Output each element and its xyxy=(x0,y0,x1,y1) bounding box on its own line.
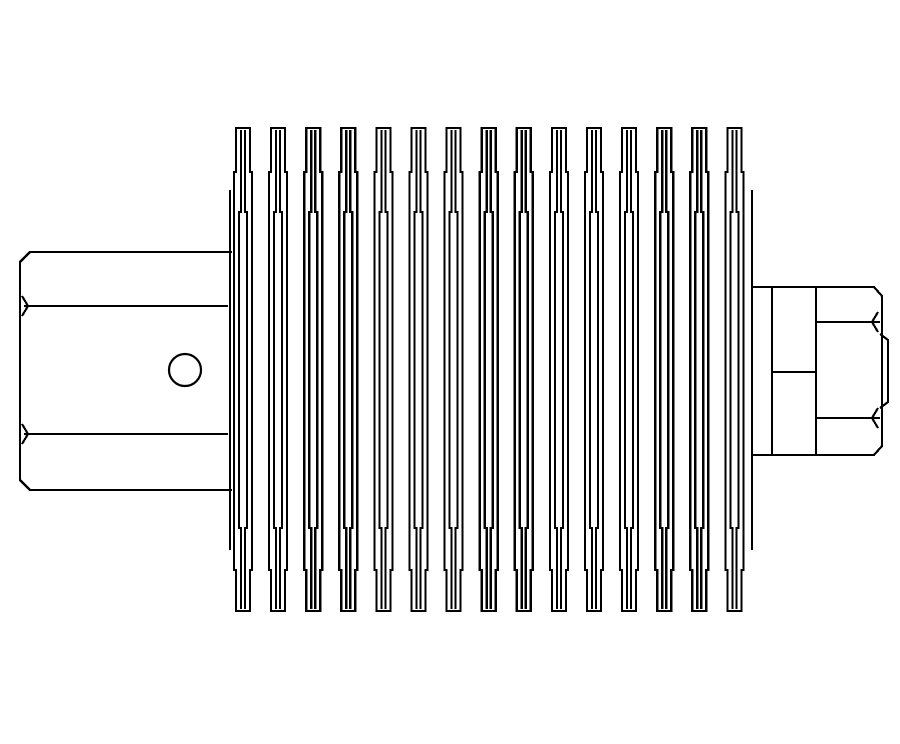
fin xyxy=(654,126,675,613)
left-connector-body xyxy=(18,250,232,492)
fin-slot xyxy=(553,130,564,609)
fin xyxy=(268,126,289,613)
fin-slot xyxy=(413,130,424,609)
left-connector-facet-top xyxy=(21,295,30,317)
fin xyxy=(513,126,534,613)
fin xyxy=(689,126,710,613)
fin xyxy=(619,126,640,613)
fin-slot xyxy=(729,130,740,609)
fin xyxy=(583,126,605,613)
left-connector-outline xyxy=(18,250,232,492)
fin-slot xyxy=(694,130,705,609)
fin-slot xyxy=(624,130,635,609)
fin xyxy=(232,126,254,613)
right-connector xyxy=(750,285,890,457)
fin xyxy=(548,126,569,613)
left-connector-facet-bottom xyxy=(21,423,30,445)
fin xyxy=(724,126,745,613)
right-connector-collar xyxy=(750,285,774,457)
fin-slot xyxy=(308,130,319,609)
fin-slot xyxy=(659,130,670,609)
right-connector-nut-facet-top xyxy=(870,311,879,333)
fin xyxy=(478,126,499,613)
fin-slot xyxy=(588,130,600,609)
fin-slot xyxy=(378,130,389,609)
fin-slot xyxy=(483,130,494,609)
set-screw-hole xyxy=(167,352,203,388)
fin-slot xyxy=(237,130,249,609)
fin xyxy=(338,126,359,613)
right-connector-nut xyxy=(770,285,884,457)
fin xyxy=(373,126,394,613)
fin-slot xyxy=(273,130,284,609)
fin xyxy=(408,126,429,613)
fin-slot xyxy=(518,130,529,609)
fin-slot xyxy=(343,130,354,609)
fin-slot xyxy=(448,130,459,609)
cooling-fins xyxy=(232,126,745,613)
fin xyxy=(443,126,464,613)
fin xyxy=(303,126,324,613)
right-connector-nut-facet-bottom xyxy=(870,407,879,429)
right-connector-pin xyxy=(879,333,890,409)
